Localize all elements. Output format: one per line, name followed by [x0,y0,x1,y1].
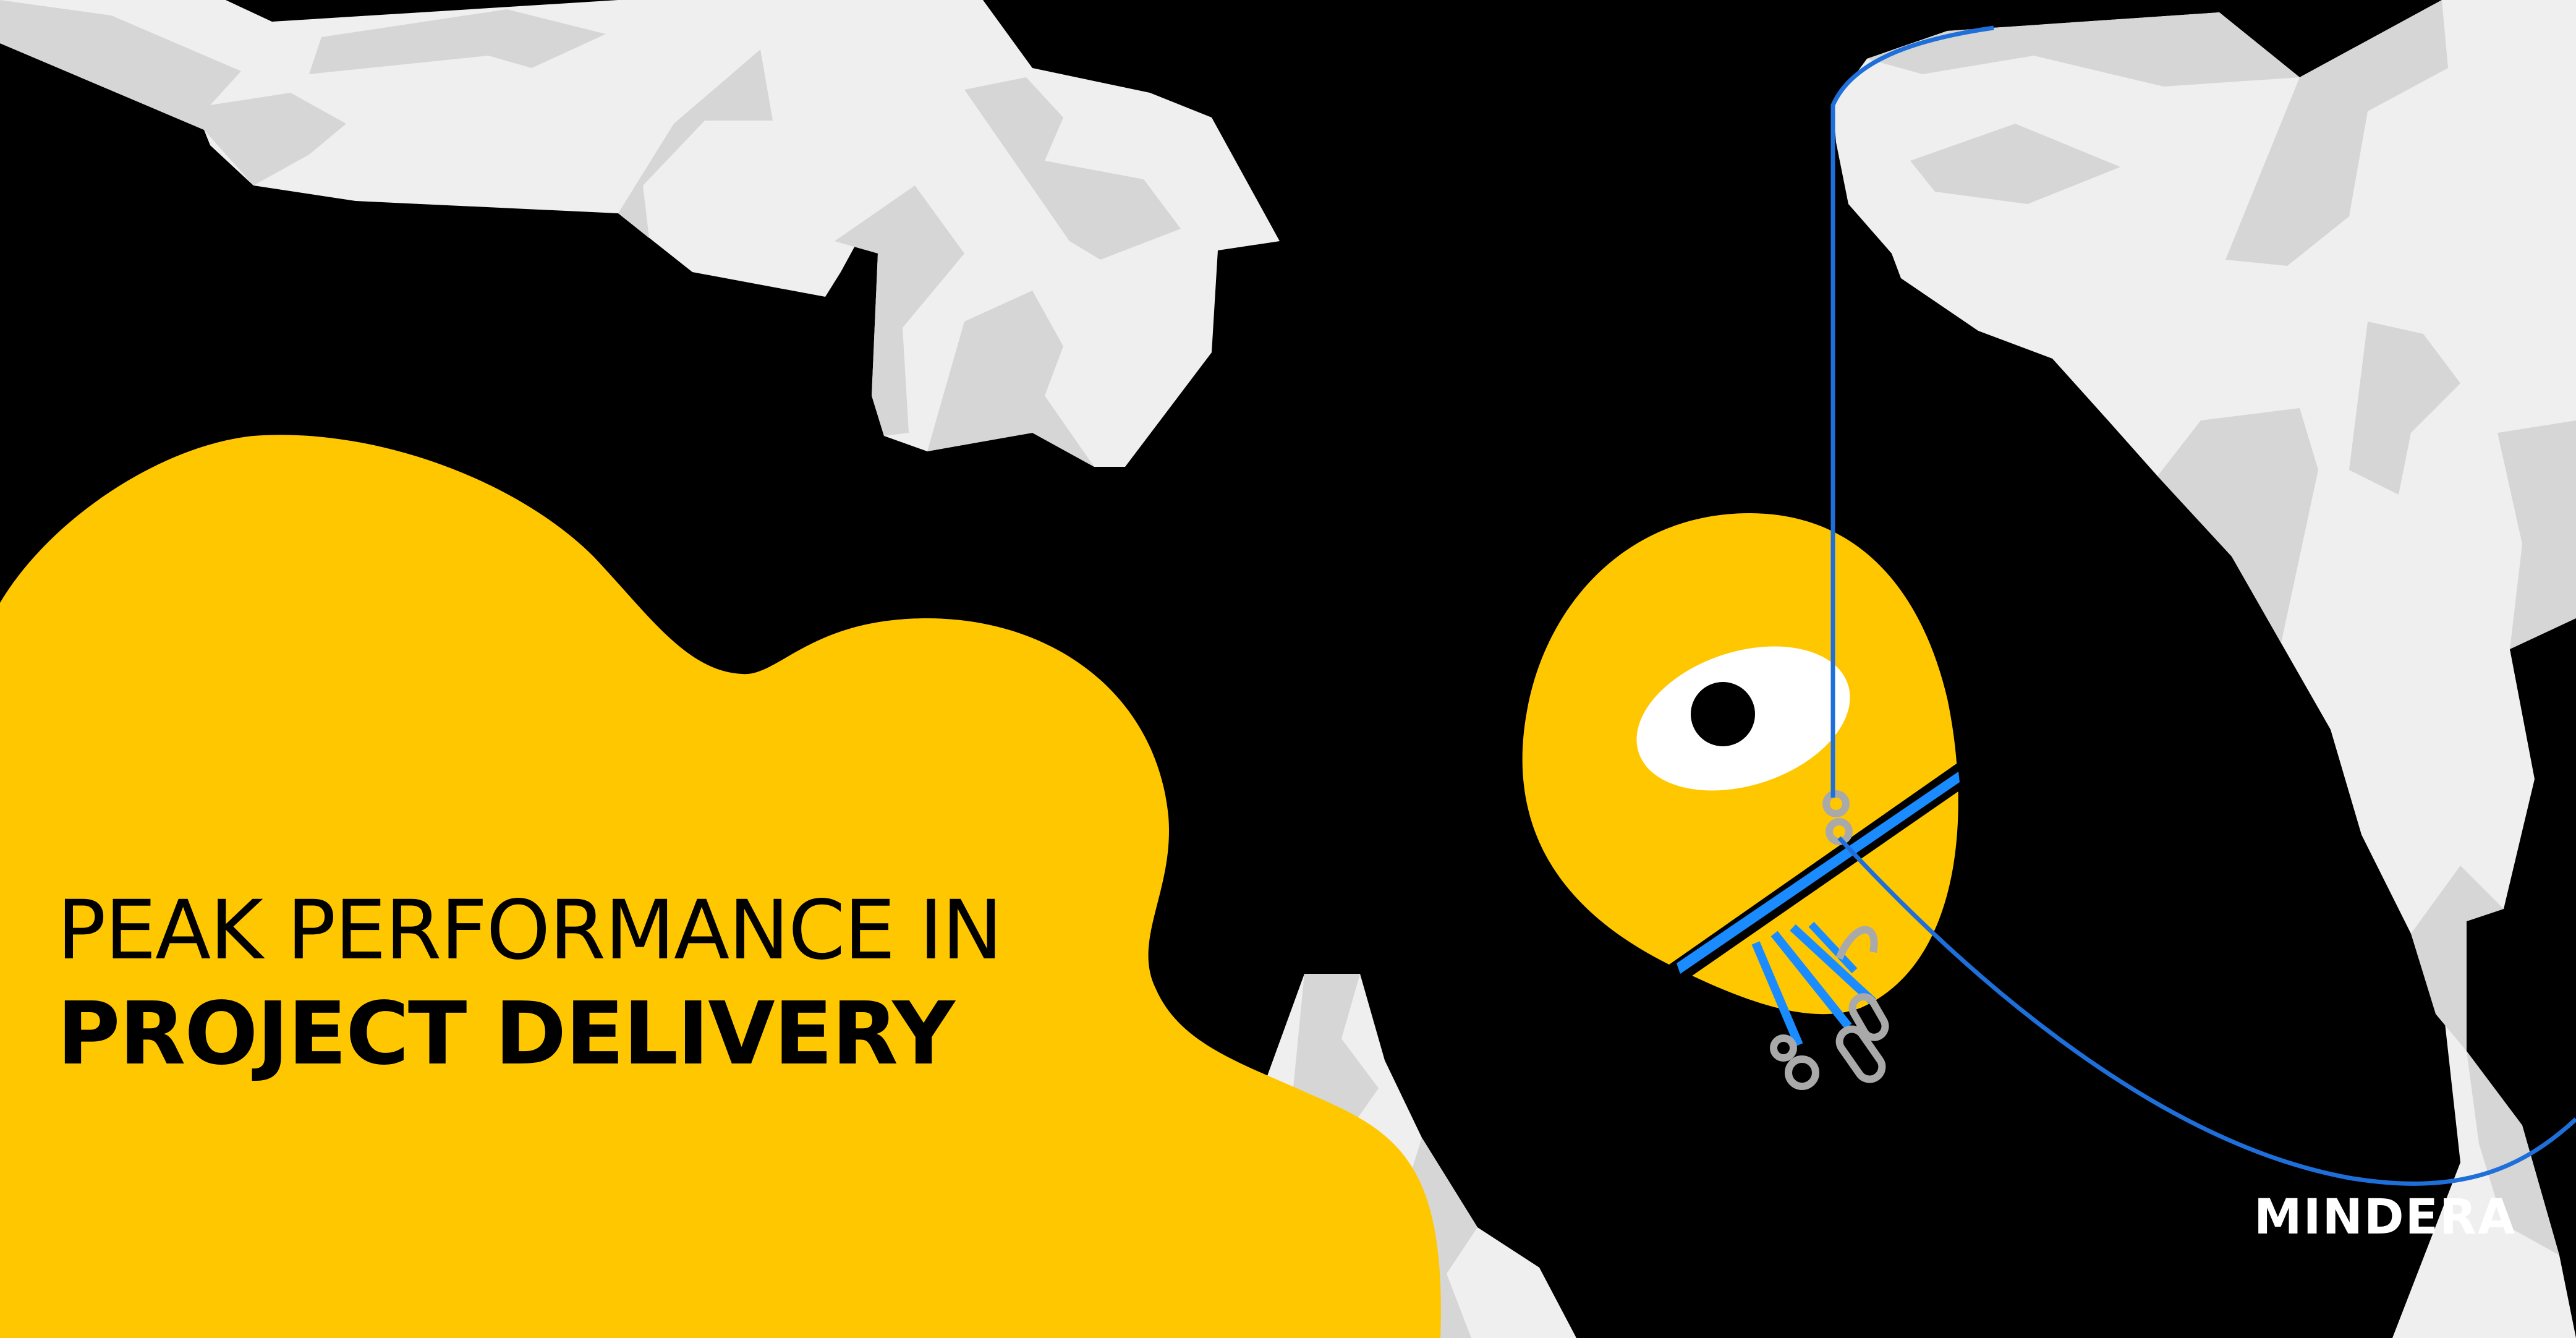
mascot-pupil-icon [1691,682,1755,746]
carabiner-icon [1770,790,1889,1090]
mountain-rock-icon [0,0,1280,467]
climbing-blob-mascot-icon [1522,513,1963,1047]
headline: PEAK PERFORMANCE IN PROJECT DELIVERY [57,883,1003,1087]
headline-line-2: PROJECT DELIVERY [57,984,955,1084]
yellow-blob-shape [0,435,1441,1338]
mountain-rock-icon [1833,0,2576,1338]
brand-logo: MINDERA [2254,1190,2517,1245]
climbing-rope-icon [1830,25,2576,1186]
headline-line-1: PEAK PERFORMANCE IN [57,883,1003,978]
